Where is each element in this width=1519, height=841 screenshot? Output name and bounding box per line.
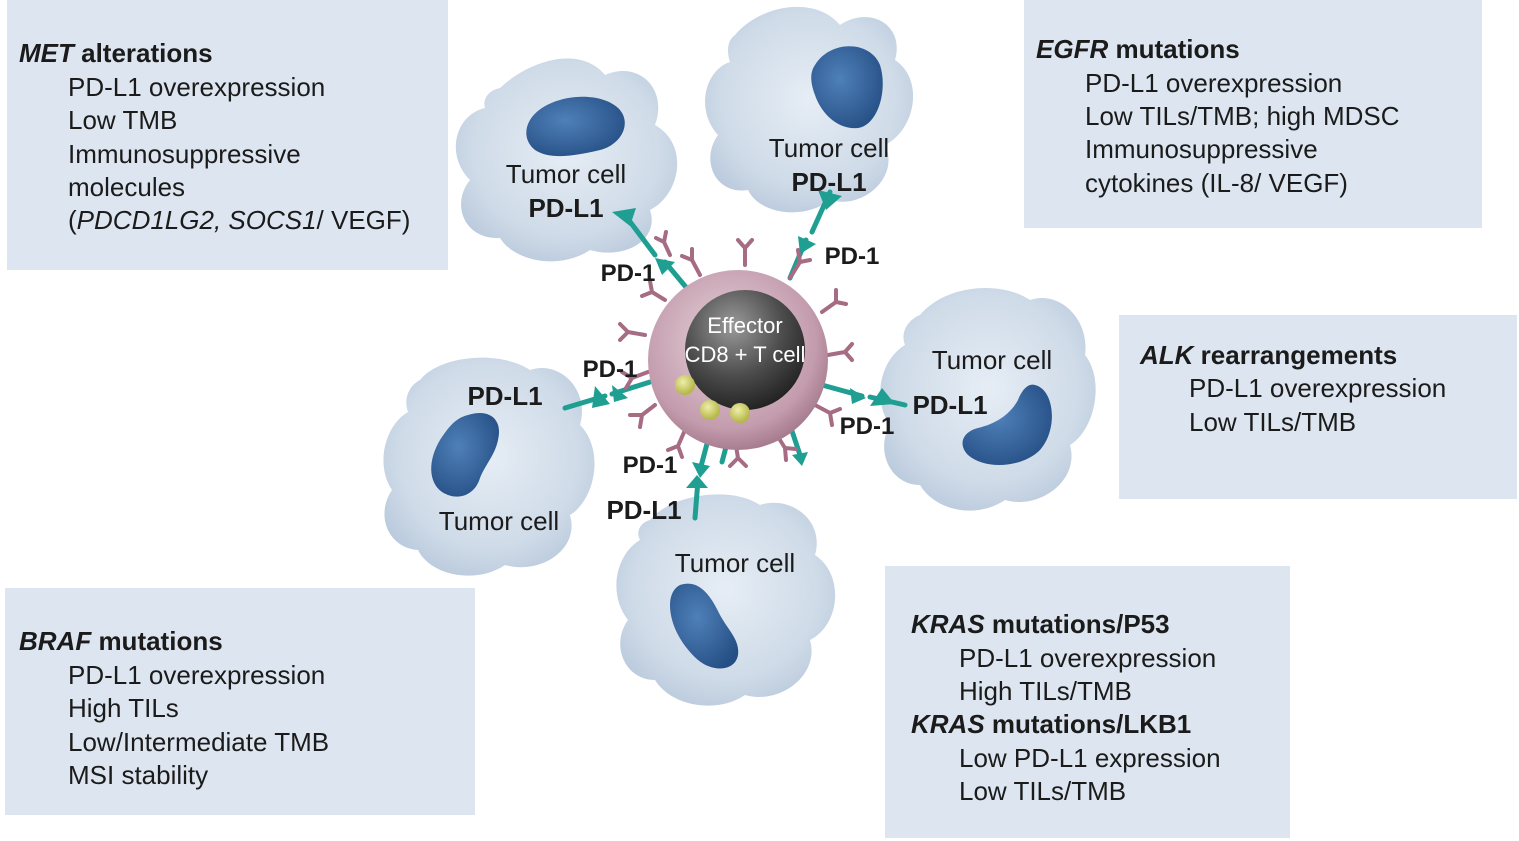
pd-l1-label: PD-L1 — [467, 381, 542, 411]
pd-l1-label: PD-L1 — [912, 390, 987, 420]
panel-line: Low TILs/TMB; high MDSC — [1085, 101, 1400, 131]
tumor-cell-label: Tumor cell — [769, 133, 889, 163]
panel-line: Low TILs/TMB — [1189, 407, 1357, 437]
effector-label-line2: CD8 + T cell — [685, 342, 806, 367]
tumor-cell-right — [880, 288, 1096, 511]
pd-1-label: PD-1 — [623, 452, 678, 479]
panel-line: Low PD-L1 expression — [959, 743, 1221, 773]
panel-line: High TILs/TMB — [959, 676, 1132, 706]
panel-line: cytokines (IL-8/ VEGF) — [1085, 168, 1348, 198]
gene-name: KRAS — [911, 709, 985, 739]
granule-icon — [675, 375, 695, 395]
panel-title: KRAS mutations/P53 — [911, 609, 1170, 640]
panel-title: BRAF mutations — [19, 626, 223, 657]
granule-icon — [730, 403, 750, 423]
panel-line: Low/Intermediate TMB — [68, 727, 330, 757]
pd-1-label: PD-1 — [825, 243, 880, 270]
panel-line: PD-L1 overexpression — [68, 660, 326, 690]
pd-1-label: PD-1 — [601, 260, 656, 287]
nucleus-icon — [670, 583, 739, 669]
panel-line: High TILs — [68, 693, 179, 723]
granule-icon — [700, 400, 720, 420]
panel-line: Immunosuppressive — [68, 139, 301, 169]
pd-l1-label: PD-L1 — [791, 167, 866, 197]
gene-name: ALK — [1140, 340, 1194, 370]
effector-t-cell: Effector CD8 + T cell — [648, 270, 828, 450]
tumor-cell-label: Tumor cell — [932, 345, 1052, 375]
tumor-cell-label: Tumor cell — [675, 548, 795, 578]
paren-open: ( — [68, 205, 77, 235]
panel-line: Low TMB — [68, 105, 178, 135]
gene-name: EGFR — [1036, 34, 1109, 64]
braf-mutations-panel: BRAF mutations PD-L1 overexpression High… — [5, 588, 475, 815]
panel-line: MSI stability — [68, 760, 209, 790]
gene-names: PDCD1LG2, SOCS1 — [76, 205, 317, 235]
panel-title: KRAS mutations/LKB1 — [911, 709, 1191, 740]
tumor-cell-left — [383, 357, 595, 576]
nucleus-icon — [962, 384, 1052, 466]
title-rest: mutations — [91, 626, 223, 656]
effector-label-line1: Effector — [707, 313, 782, 338]
nucleus-icon — [526, 96, 625, 157]
panel-line: Low TILs/TMB — [959, 776, 1127, 806]
egfr-mutations-panel: EGFR mutations PD-L1 overexpression Low … — [1024, 0, 1482, 228]
panel-title: ALK rearrangements — [1140, 340, 1397, 371]
tumor-cell-top-right — [705, 6, 914, 213]
pd-l1-label: PD-L1 — [606, 495, 681, 525]
kras-mutations-panel: KRAS mutations/P53 PD-L1 overexpression … — [885, 566, 1290, 838]
nucleus-icon — [811, 46, 883, 129]
pd-l1-label: PD-L1 — [528, 193, 603, 223]
tumor-cell-bottom — [616, 494, 836, 706]
tumor-cell-label: Tumor cell — [506, 159, 626, 189]
gene-name: MET — [19, 38, 74, 68]
panel-line: molecules — [68, 172, 186, 202]
panel-line: PD-L1 overexpression — [68, 72, 326, 102]
nucleus-icon — [431, 412, 500, 497]
line-rest: / VEGF) — [316, 205, 411, 235]
panel-line: (PDCD1LG2, SOCS1/ VEGF) — [68, 205, 410, 236]
title-rest: alterations — [73, 38, 213, 68]
panel-line: Immunosuppressive — [1085, 134, 1318, 164]
title-rest: mutations/LKB1 — [984, 709, 1192, 739]
panel-title: MET alterations — [19, 38, 213, 69]
panel-line: PD-L1 overexpression — [959, 643, 1217, 673]
title-rest: mutations/P53 — [984, 609, 1170, 639]
gene-name: KRAS — [911, 609, 985, 639]
panel-line: PD-L1 overexpression — [1085, 68, 1343, 98]
met-alterations-panel: MET alterations PD-L1 overexpression Low… — [7, 0, 448, 270]
pd-1-label: PD-1 — [840, 413, 895, 440]
alk-rearrangements-panel: ALK rearrangements PD-L1 overexpression … — [1119, 315, 1517, 499]
panel-title: EGFR mutations — [1036, 34, 1240, 65]
tumor-cell-label: Tumor cell — [439, 506, 559, 536]
title-rest: mutations — [1108, 34, 1240, 64]
gene-name: BRAF — [19, 626, 92, 656]
title-rest: rearrangements — [1193, 340, 1398, 370]
receptors — [562, 189, 908, 521]
panel-line: PD-L1 overexpression — [1189, 373, 1447, 403]
pd-1-label: PD-1 — [583, 356, 638, 383]
